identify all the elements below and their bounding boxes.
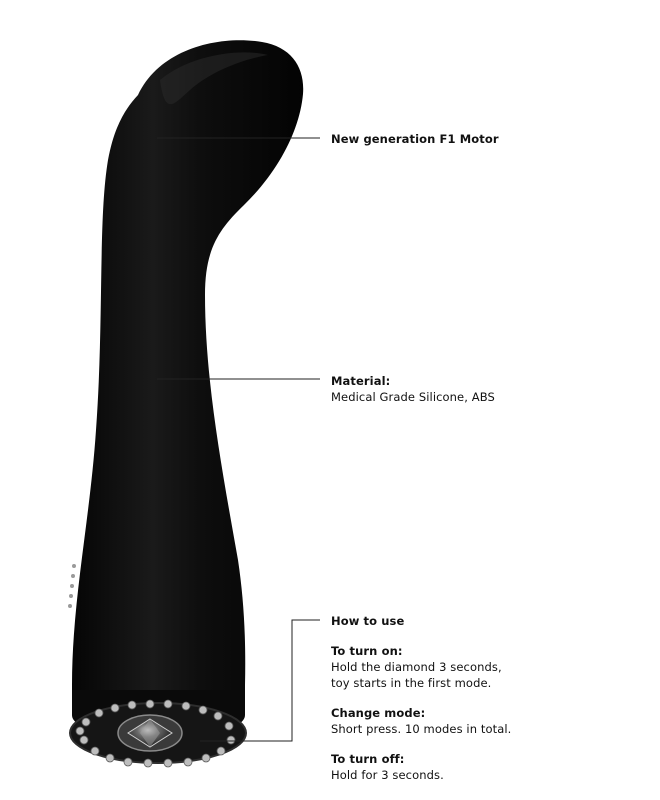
howto-leader-line <box>200 619 320 742</box>
how-to-use-heading: How to use <box>331 614 405 628</box>
side-gems <box>68 564 76 608</box>
motor-heading: New generation F1 Motor <box>331 132 499 146</box>
motor-callout: New generation F1 Motor <box>331 131 499 147</box>
change-mode-heading: Change mode: <box>331 706 426 720</box>
product-head-highlight <box>160 52 268 105</box>
turn-on-line2: toy starts in the first mode. <box>331 676 492 690</box>
how-to-use-callout: How to use To turn on: Hold the diamond … <box>331 613 631 783</box>
crystal-dots <box>75 699 236 768</box>
turn-on-heading: To turn on: <box>331 644 403 658</box>
material-heading: Material: <box>331 374 391 388</box>
turn-off-heading: To turn off: <box>331 752 405 766</box>
change-mode-text: Short press. 10 modes in total. <box>331 722 512 736</box>
material-text: Medical Grade Silicone, ABS <box>331 390 495 404</box>
product-body <box>72 40 304 709</box>
turn-off-text: Hold for 3 seconds. <box>331 768 444 782</box>
turn-on-line1: Hold the diamond 3 seconds, <box>331 660 502 674</box>
material-callout: Material: Medical Grade Silicone, ABS <box>331 373 495 405</box>
